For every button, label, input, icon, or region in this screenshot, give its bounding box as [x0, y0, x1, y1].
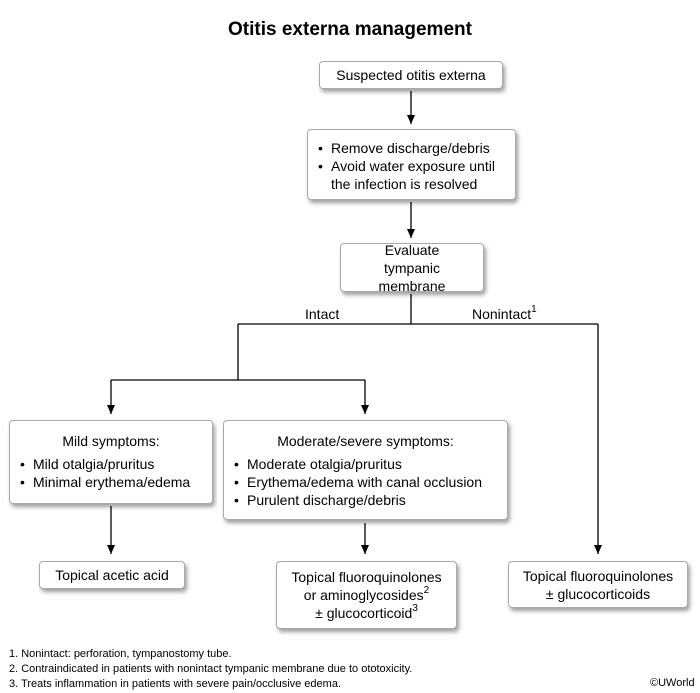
moderate-heading: Moderate/severe symptoms: — [277, 433, 454, 449]
node-fluoroquinolones-nonintact: Topical fluoroquinolones ± glucocorticoi… — [508, 561, 688, 608]
credit-label: ©UWorld — [650, 677, 695, 689]
footnote-1: 1. Nonintact: perforation, tympanostomy … — [9, 648, 232, 660]
node-mild-symptoms: Mild symptoms: Mild otalgia/pruritus Min… — [9, 420, 213, 504]
edge-label-intact: Intact — [305, 306, 340, 322]
list-item: Erythema/edema with canal occlusion — [232, 473, 499, 491]
list-item: Purulent discharge/debris — [232, 491, 499, 509]
list-item: Avoid water exposure until the infection… — [316, 157, 507, 193]
list-item: Moderate otalgia/pruritus — [232, 455, 499, 473]
fluoro-line2: or aminoglycosides2 — [303, 585, 430, 603]
list-item: Minimal erythema/edema — [18, 473, 204, 491]
fluoro-line3: ± glucocorticoid3 — [315, 603, 418, 621]
remove-list: Remove discharge/debris Avoid water expo… — [316, 139, 507, 193]
diagram-title: Otitis externa management — [228, 19, 472, 40]
list-item: Mild otalgia/pruritus — [18, 455, 204, 473]
list-item: Remove discharge/debris — [316, 139, 507, 157]
footnote-2: 2. Contraindicated in patients with noni… — [9, 663, 413, 675]
node-topical-acetic-acid: Topical acetic acid — [39, 561, 185, 589]
edge-label-nonintact: Nonintact1 — [472, 304, 537, 322]
mild-list: Mild otalgia/pruritus Minimal erythema/e… — [18, 455, 204, 491]
node-suspected-otitis-externa: Suspected otitis externa — [319, 61, 503, 89]
footnote-ref: 3 — [412, 603, 418, 615]
node-moderate-severe-symptoms: Moderate/severe symptoms: Moderate otalg… — [223, 420, 508, 520]
node-fluoroquinolones-moderate: Topical fluoroquinolones or aminoglycosi… — [276, 561, 457, 629]
footnote-ref: 2 — [423, 585, 430, 597]
footnotes: 1. Nonintact: perforation, tympanostomy … — [9, 647, 412, 692]
footnote-ref: 1 — [531, 304, 537, 316]
node-remove-discharge: Remove discharge/debris Avoid water expo… — [307, 129, 516, 200]
moderate-list: Moderate otalgia/pruritus Erythema/edema… — [232, 455, 499, 509]
mild-heading: Mild symptoms: — [62, 433, 160, 449]
node-evaluate-tympanic-membrane: Evaluate tympanic membrane — [340, 242, 484, 294]
footnote-3: 3. Treats inflammation in patients with … — [9, 678, 341, 690]
